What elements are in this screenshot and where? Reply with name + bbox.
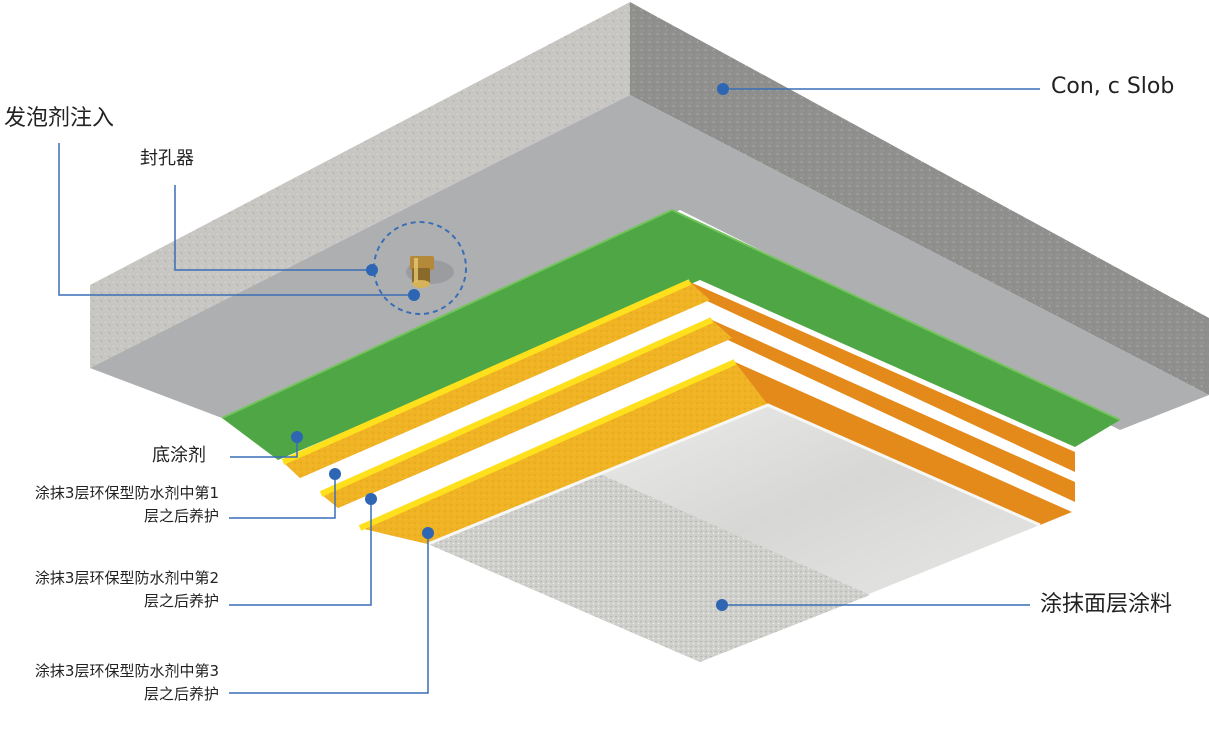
topcoat-label: 涂抹面层涂料 [1040,592,1173,617]
layer3-label-line1: 涂抹3层环保型防水剂中第3 [34,662,219,680]
marker-layer1 [329,468,341,480]
leader-foam [58,143,414,296]
layer1-label-line1: 涂抹3层环保型防水剂中第1 [34,484,219,502]
topcoat-layer [427,403,1041,662]
markers [291,83,729,611]
slab-underside [90,95,1209,430]
layer2-label-line2: 层之后养护 [143,592,219,610]
leader-layer2 [229,499,372,606]
marker-layer2 [365,493,377,505]
marker-primer [291,431,303,443]
sealer-label: 封孔器 [140,148,194,169]
foam-injection-label: 发泡剂注入 [4,106,115,131]
layer2-label: 涂抹3层环保型防水剂中第2 层之后养护 [35,567,219,613]
marker-foam [408,289,420,301]
waterproof-layer-1 [281,279,1075,478]
concrete-slab-label: Con, c Slob [1051,74,1175,99]
layer3-label: 涂抹3层环保型防水剂中第3 层之后养护 [35,660,219,706]
marker-slab [717,83,729,95]
layer1-label-line2: 层之后养护 [143,507,219,525]
leader-layer3 [229,533,429,694]
layer3-label-line2: 层之后养护 [143,685,219,703]
concrete-slab [90,2,1209,430]
leader-sealer [174,185,372,271]
waterproof-layer-2 [319,317,1075,508]
leader-lines [58,88,1040,694]
primer-label: 底涂剂 [152,445,206,466]
marker-sealer [366,264,378,276]
leader-layer1 [229,474,336,519]
marker-layer3 [422,527,434,539]
leader-primer [230,437,298,458]
marker-topcoat [716,599,728,611]
layer1-label: 涂抹3层环保型防水剂中第1 层之后养护 [35,482,219,528]
layer2-label-line1: 涂抹3层环保型防水剂中第2 [34,569,219,587]
sealer-nozzle-icon [406,256,454,288]
